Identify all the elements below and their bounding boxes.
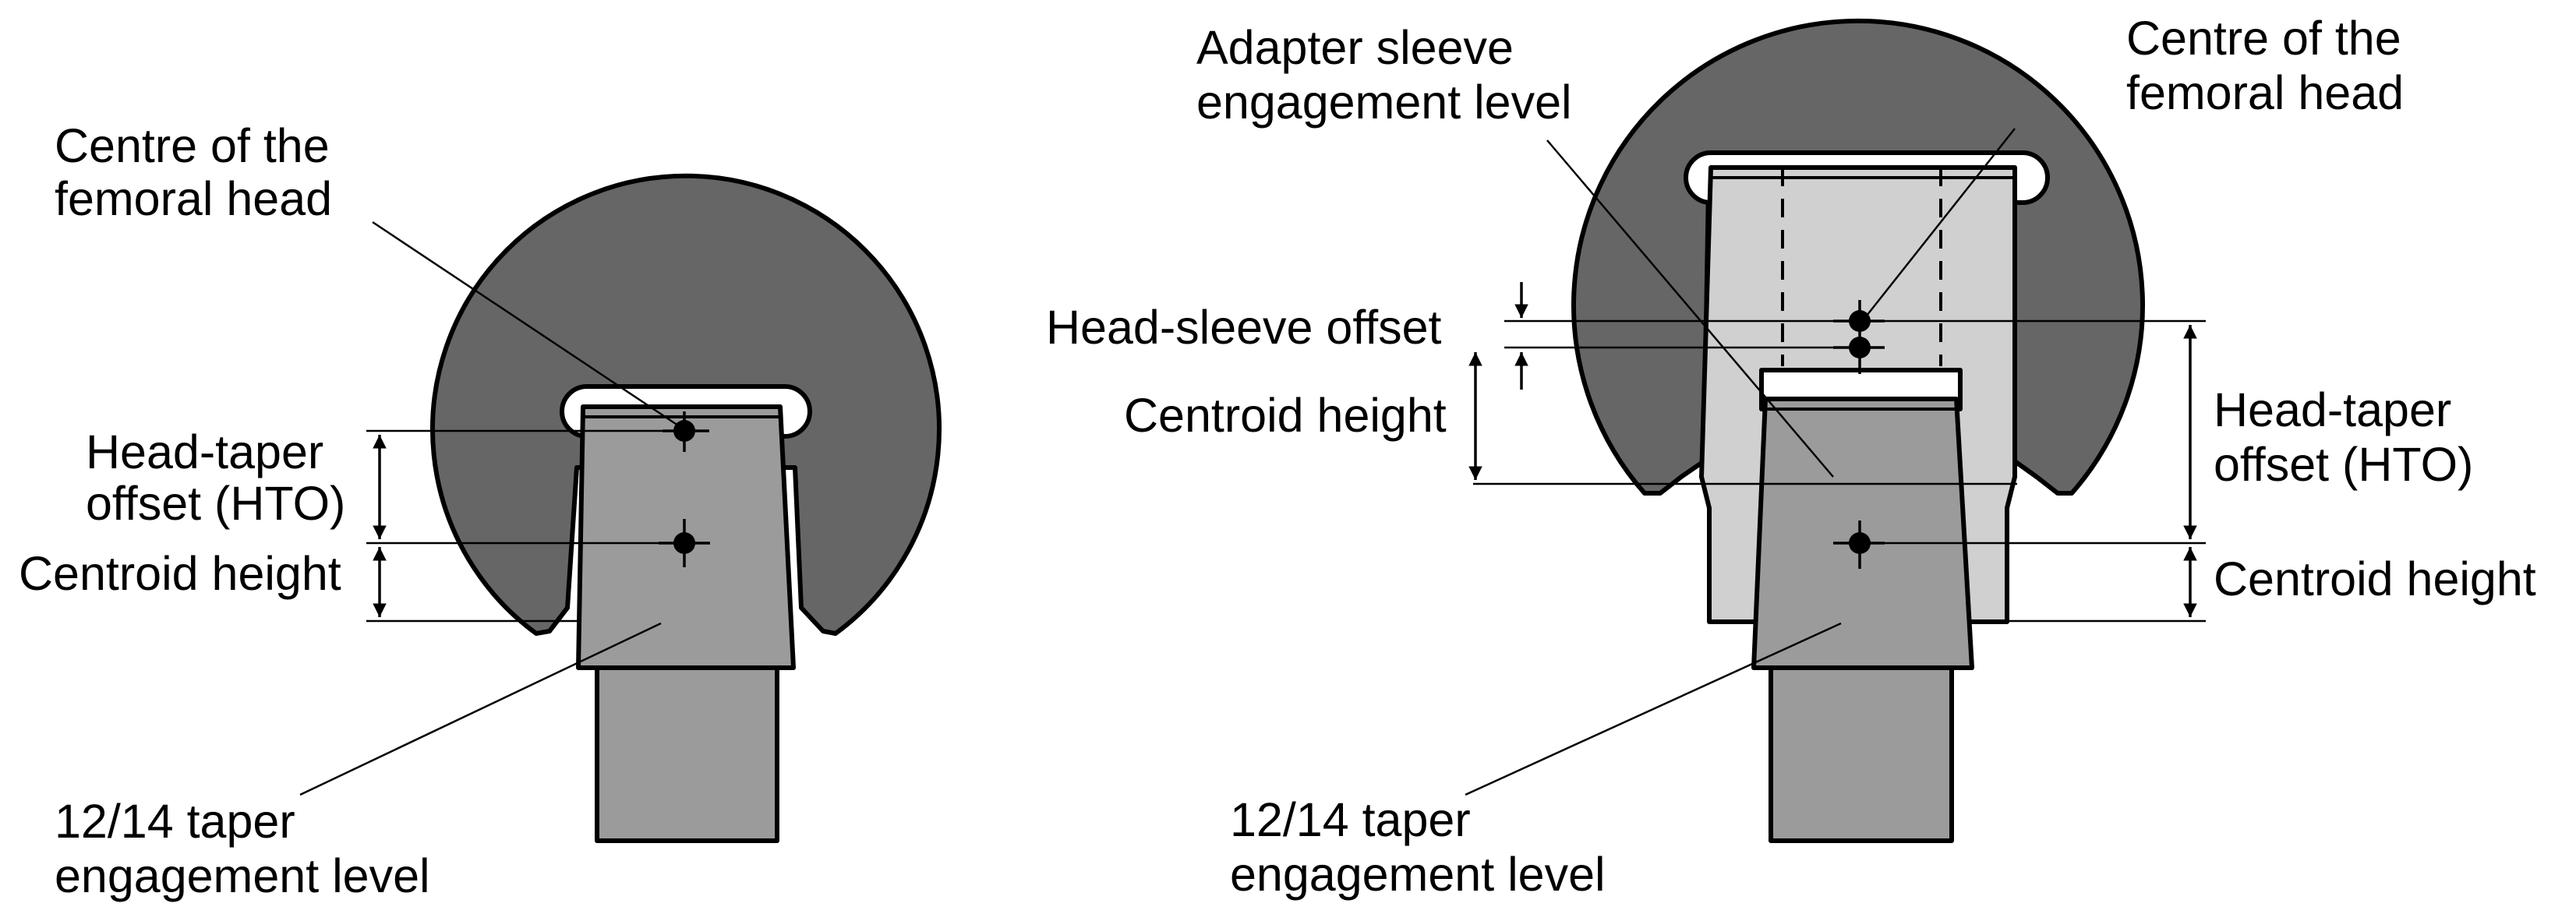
left-centre-label: Centre of the femoral head <box>55 119 343 225</box>
left-taper-label: 12/14 taper engagement level <box>55 795 430 902</box>
right-centroid-label-left: Centroid height <box>1124 389 1447 442</box>
right-centroid-label-right: Centroid height <box>2214 552 2536 605</box>
right-centre-label: Centre of the femoral head <box>2126 12 2415 119</box>
left-hto-label: Head-taper offset (HTO) <box>86 425 345 530</box>
left-trunnion <box>595 665 779 843</box>
right-diagram: Adapter sleeve engagement level Centre o… <box>1046 12 2536 901</box>
right-hto-label: Head-taper offset (HTO) <box>2214 383 2473 491</box>
left-diagram: Centre of the femoral head Head-taper of… <box>19 119 942 902</box>
right-head-sleeve-label: Head-sleeve offset <box>1046 301 1442 354</box>
right-femoral-head <box>1571 18 2145 496</box>
left-centroid-label: Centroid height <box>19 547 341 600</box>
right-trunnion <box>1769 665 1954 843</box>
right-adapter-label: Adapter sleeve engagement level <box>1196 21 1572 129</box>
right-taper-label: 12/14 taper engagement level <box>1230 793 1606 901</box>
